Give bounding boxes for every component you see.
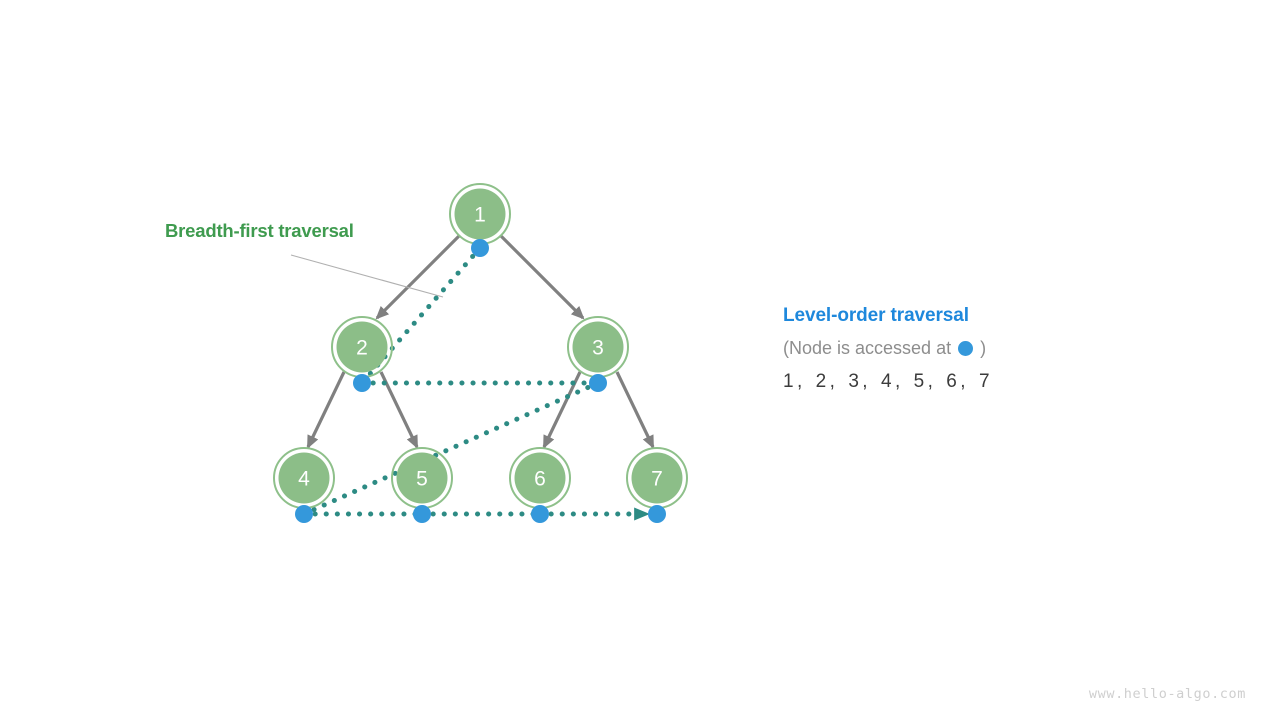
tree-node-2[interactable]: 2 bbox=[331, 316, 393, 378]
tree-edge-1-3 bbox=[499, 234, 585, 320]
access-dot-node-1 bbox=[471, 239, 489, 257]
node-body-2 bbox=[336, 321, 388, 373]
node-label-7: 7 bbox=[651, 468, 663, 491]
node-label-5: 5 bbox=[416, 468, 428, 491]
access-dot-node-5 bbox=[413, 505, 431, 523]
watermark: www.hello-algo.com bbox=[1088, 686, 1246, 702]
node-body-5 bbox=[396, 452, 448, 504]
node-body-6 bbox=[514, 452, 566, 504]
sequence-separator: , bbox=[829, 371, 837, 392]
sequence-item: 4 bbox=[880, 371, 893, 392]
node-label-6: 6 bbox=[534, 468, 546, 491]
node-body-4 bbox=[278, 452, 330, 504]
node-body-7 bbox=[631, 452, 683, 504]
tree-node-4[interactable]: 4 bbox=[273, 447, 335, 509]
sequence-item: 5 bbox=[913, 371, 926, 392]
access-dot-node-7 bbox=[648, 505, 666, 523]
tree-node-6[interactable]: 6 bbox=[509, 447, 571, 509]
traversal-sequence: 1,2,3,4,5,6,7 bbox=[783, 371, 1143, 393]
node-label-4: 4 bbox=[298, 468, 310, 491]
sequence-item: 1 bbox=[783, 371, 795, 392]
tree-node-3[interactable]: 3 bbox=[567, 316, 629, 378]
node-body-1 bbox=[454, 188, 506, 240]
access-dot-node-3 bbox=[589, 374, 607, 392]
tree-nodes-group: 1 2 3 4 5 6 bbox=[273, 183, 688, 509]
legend-note-prefix: (Node is accessed at bbox=[783, 338, 952, 358]
sequence-item: 3 bbox=[848, 371, 861, 392]
traversal-segment-1-2 bbox=[359, 245, 483, 386]
tree-node-7[interactable]: 7 bbox=[626, 447, 688, 509]
tree-edge-2-4 bbox=[306, 371, 346, 449]
traversal-path-group bbox=[301, 245, 650, 521]
tree-edge-3-7 bbox=[615, 371, 655, 449]
sequence-item: 2 bbox=[815, 371, 828, 392]
tree-edge-1-2 bbox=[375, 234, 461, 320]
breadth-first-traversal-label: Breadth-first traversal bbox=[165, 220, 354, 241]
legend-note: (Node is accessed at ) bbox=[783, 338, 1143, 359]
tree-edge-2-5 bbox=[379, 371, 419, 449]
sequence-separator: , bbox=[796, 371, 804, 392]
legend-panel: Level-order traversal (Node is accessed … bbox=[783, 305, 1143, 393]
sequence-separator: , bbox=[927, 371, 935, 392]
sequence-separator: , bbox=[960, 371, 967, 392]
node-label-3: 3 bbox=[592, 337, 604, 360]
sequence-item: 7 bbox=[978, 371, 991, 392]
access-dot-legend-icon bbox=[958, 341, 974, 356]
node-label-2: 2 bbox=[356, 337, 368, 360]
access-dot-node-4 bbox=[295, 505, 313, 523]
tree-node-5[interactable]: 5 bbox=[391, 447, 453, 509]
sequence-separator: , bbox=[862, 371, 869, 392]
tree-node-1[interactable]: 1 bbox=[449, 183, 511, 245]
node-label-1: 1 bbox=[474, 204, 486, 227]
sequence-separator: , bbox=[894, 371, 902, 392]
sequence-item: 6 bbox=[946, 371, 959, 392]
traversal-segment-3-4 bbox=[301, 380, 601, 517]
leader-line bbox=[290, 254, 444, 298]
legend-note-suffix: ) bbox=[980, 338, 987, 358]
access-dot-node-2 bbox=[353, 374, 371, 392]
access-dots-group bbox=[295, 239, 666, 523]
node-body-3 bbox=[572, 321, 624, 373]
legend-title: Level-order traversal bbox=[783, 305, 969, 326]
access-dot-node-6 bbox=[531, 505, 549, 523]
